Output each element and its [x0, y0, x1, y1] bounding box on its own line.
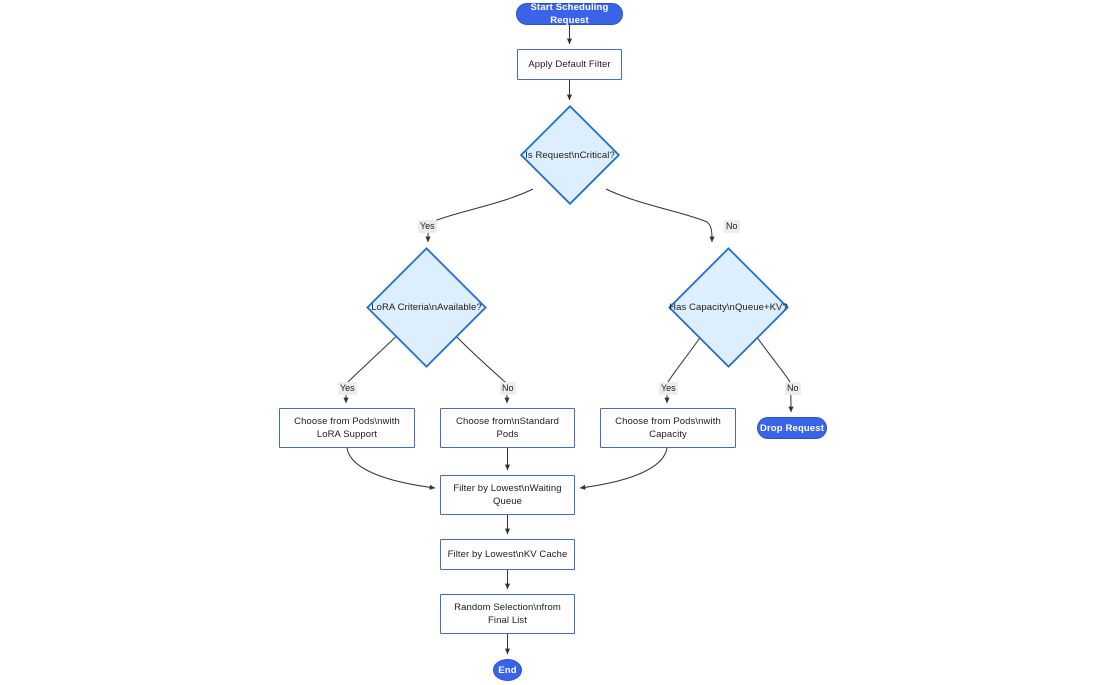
diamond-shape-icon [520, 105, 620, 205]
node-choose-standard-pods-label: Choose from\nStandard Pods [456, 416, 559, 440]
edge-label-critical-yes: Yes [418, 220, 437, 233]
node-lora-criteria-available-label: LoRA Criteria\nAvailable? [371, 302, 482, 313]
node-drop-request-label: Drop Request [759, 422, 825, 434]
node-start[interactable]: Start Scheduling Request [516, 2, 623, 26]
node-filter-waiting-queue[interactable]: Filter by Lowest\nWaiting Queue [440, 475, 575, 515]
edge-label-critical-no: No [724, 220, 740, 233]
node-filter-kv-cache[interactable]: Filter by Lowest\nKV Cache [440, 539, 575, 570]
node-end[interactable]: End [493, 659, 522, 681]
edge-label-lora-yes: Yes [338, 382, 357, 395]
node-choose-capacity-pods[interactable]: Choose from Pods\nwith Capacity [600, 408, 736, 448]
node-start-label: Start Scheduling Request [530, 2, 609, 26]
node-lora-criteria-available[interactable]: LoRA Criteria\nAvailable? [366, 247, 487, 368]
node-choose-lora-pods[interactable]: Choose from Pods\nwith LoRA Support [279, 408, 415, 448]
edge-label-capacity-no: No [785, 382, 801, 395]
edge-capacitypods-to-queue [579, 447, 668, 490]
node-apply-default-filter-label: Apply Default Filter [528, 59, 611, 70]
node-filter-kv-cache-label: Filter by Lowest\nKV Cache [447, 549, 568, 560]
node-choose-lora-pods-label: Choose from Pods\nwith LoRA Support [294, 416, 400, 440]
node-end-label: End [498, 664, 517, 676]
node-drop-request[interactable]: Drop Request [757, 417, 827, 439]
diamond-shape-icon [366, 247, 487, 368]
edge-critical-to-capacity [605, 188, 715, 243]
edge-label-lora-no: No [500, 382, 516, 395]
node-is-request-critical[interactable]: Is Request\nCritical? [520, 105, 620, 205]
node-filter-waiting-queue-label: Filter by Lowest\nWaiting Queue [453, 483, 562, 507]
node-has-capacity-label: Has Capacity\nQueue+KV? [669, 302, 788, 313]
node-choose-standard-pods[interactable]: Choose from\nStandard Pods [440, 408, 575, 448]
edge-label-capacity-yes: Yes [659, 382, 678, 395]
node-choose-capacity-pods-label: Choose from Pods\nwith Capacity [615, 416, 721, 440]
edge-lorapods-to-queue [346, 447, 436, 490]
node-random-selection-label: Random Selection\nfrom Final List [454, 602, 561, 626]
node-is-request-critical-label: Is Request\nCritical? [525, 149, 615, 161]
diamond-shape-icon [668, 247, 789, 368]
node-random-selection[interactable]: Random Selection\nfrom Final List [440, 594, 575, 634]
edge-critical-to-lora [425, 188, 534, 243]
node-has-capacity[interactable]: Has Capacity\nQueue+KV? [668, 247, 789, 368]
node-apply-default-filter[interactable]: Apply Default Filter [517, 49, 622, 80]
